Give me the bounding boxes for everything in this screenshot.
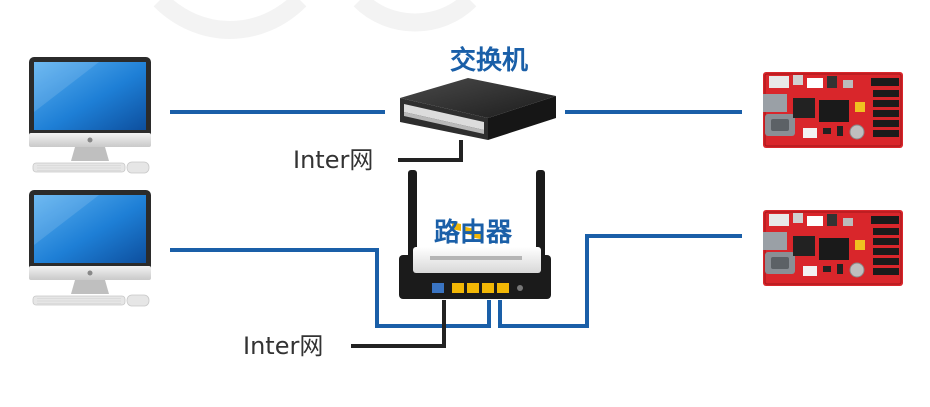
wifi-router-icon xyxy=(399,170,551,299)
switch-label: 交换机 xyxy=(450,45,528,76)
background-watermark xyxy=(153,0,477,39)
computer-2 xyxy=(28,189,152,307)
internet-cable-router xyxy=(351,300,446,348)
controller-board-1 xyxy=(762,71,904,149)
wifi-router: 路由器 xyxy=(399,170,551,299)
router-label: 路由器 xyxy=(434,217,513,248)
network-switch: 交换机 xyxy=(400,45,556,240)
desktop-computer-icon xyxy=(28,56,152,174)
desktop-computer-icon xyxy=(28,189,152,307)
led-controller-board-icon xyxy=(762,209,904,287)
led-controller-board-icon xyxy=(762,71,904,149)
internet-cables xyxy=(351,140,463,348)
internet-label-router: Inter网 xyxy=(243,332,323,360)
network-switch-icon xyxy=(400,78,556,240)
controller-board-2 xyxy=(762,209,904,287)
link-router-board2 xyxy=(498,234,742,328)
network-links xyxy=(170,110,742,328)
computer-1 xyxy=(28,56,152,174)
internet-label-switch: Inter网 xyxy=(293,146,373,174)
internet-cable-switch xyxy=(398,140,463,162)
link-computer2-router xyxy=(170,248,491,328)
